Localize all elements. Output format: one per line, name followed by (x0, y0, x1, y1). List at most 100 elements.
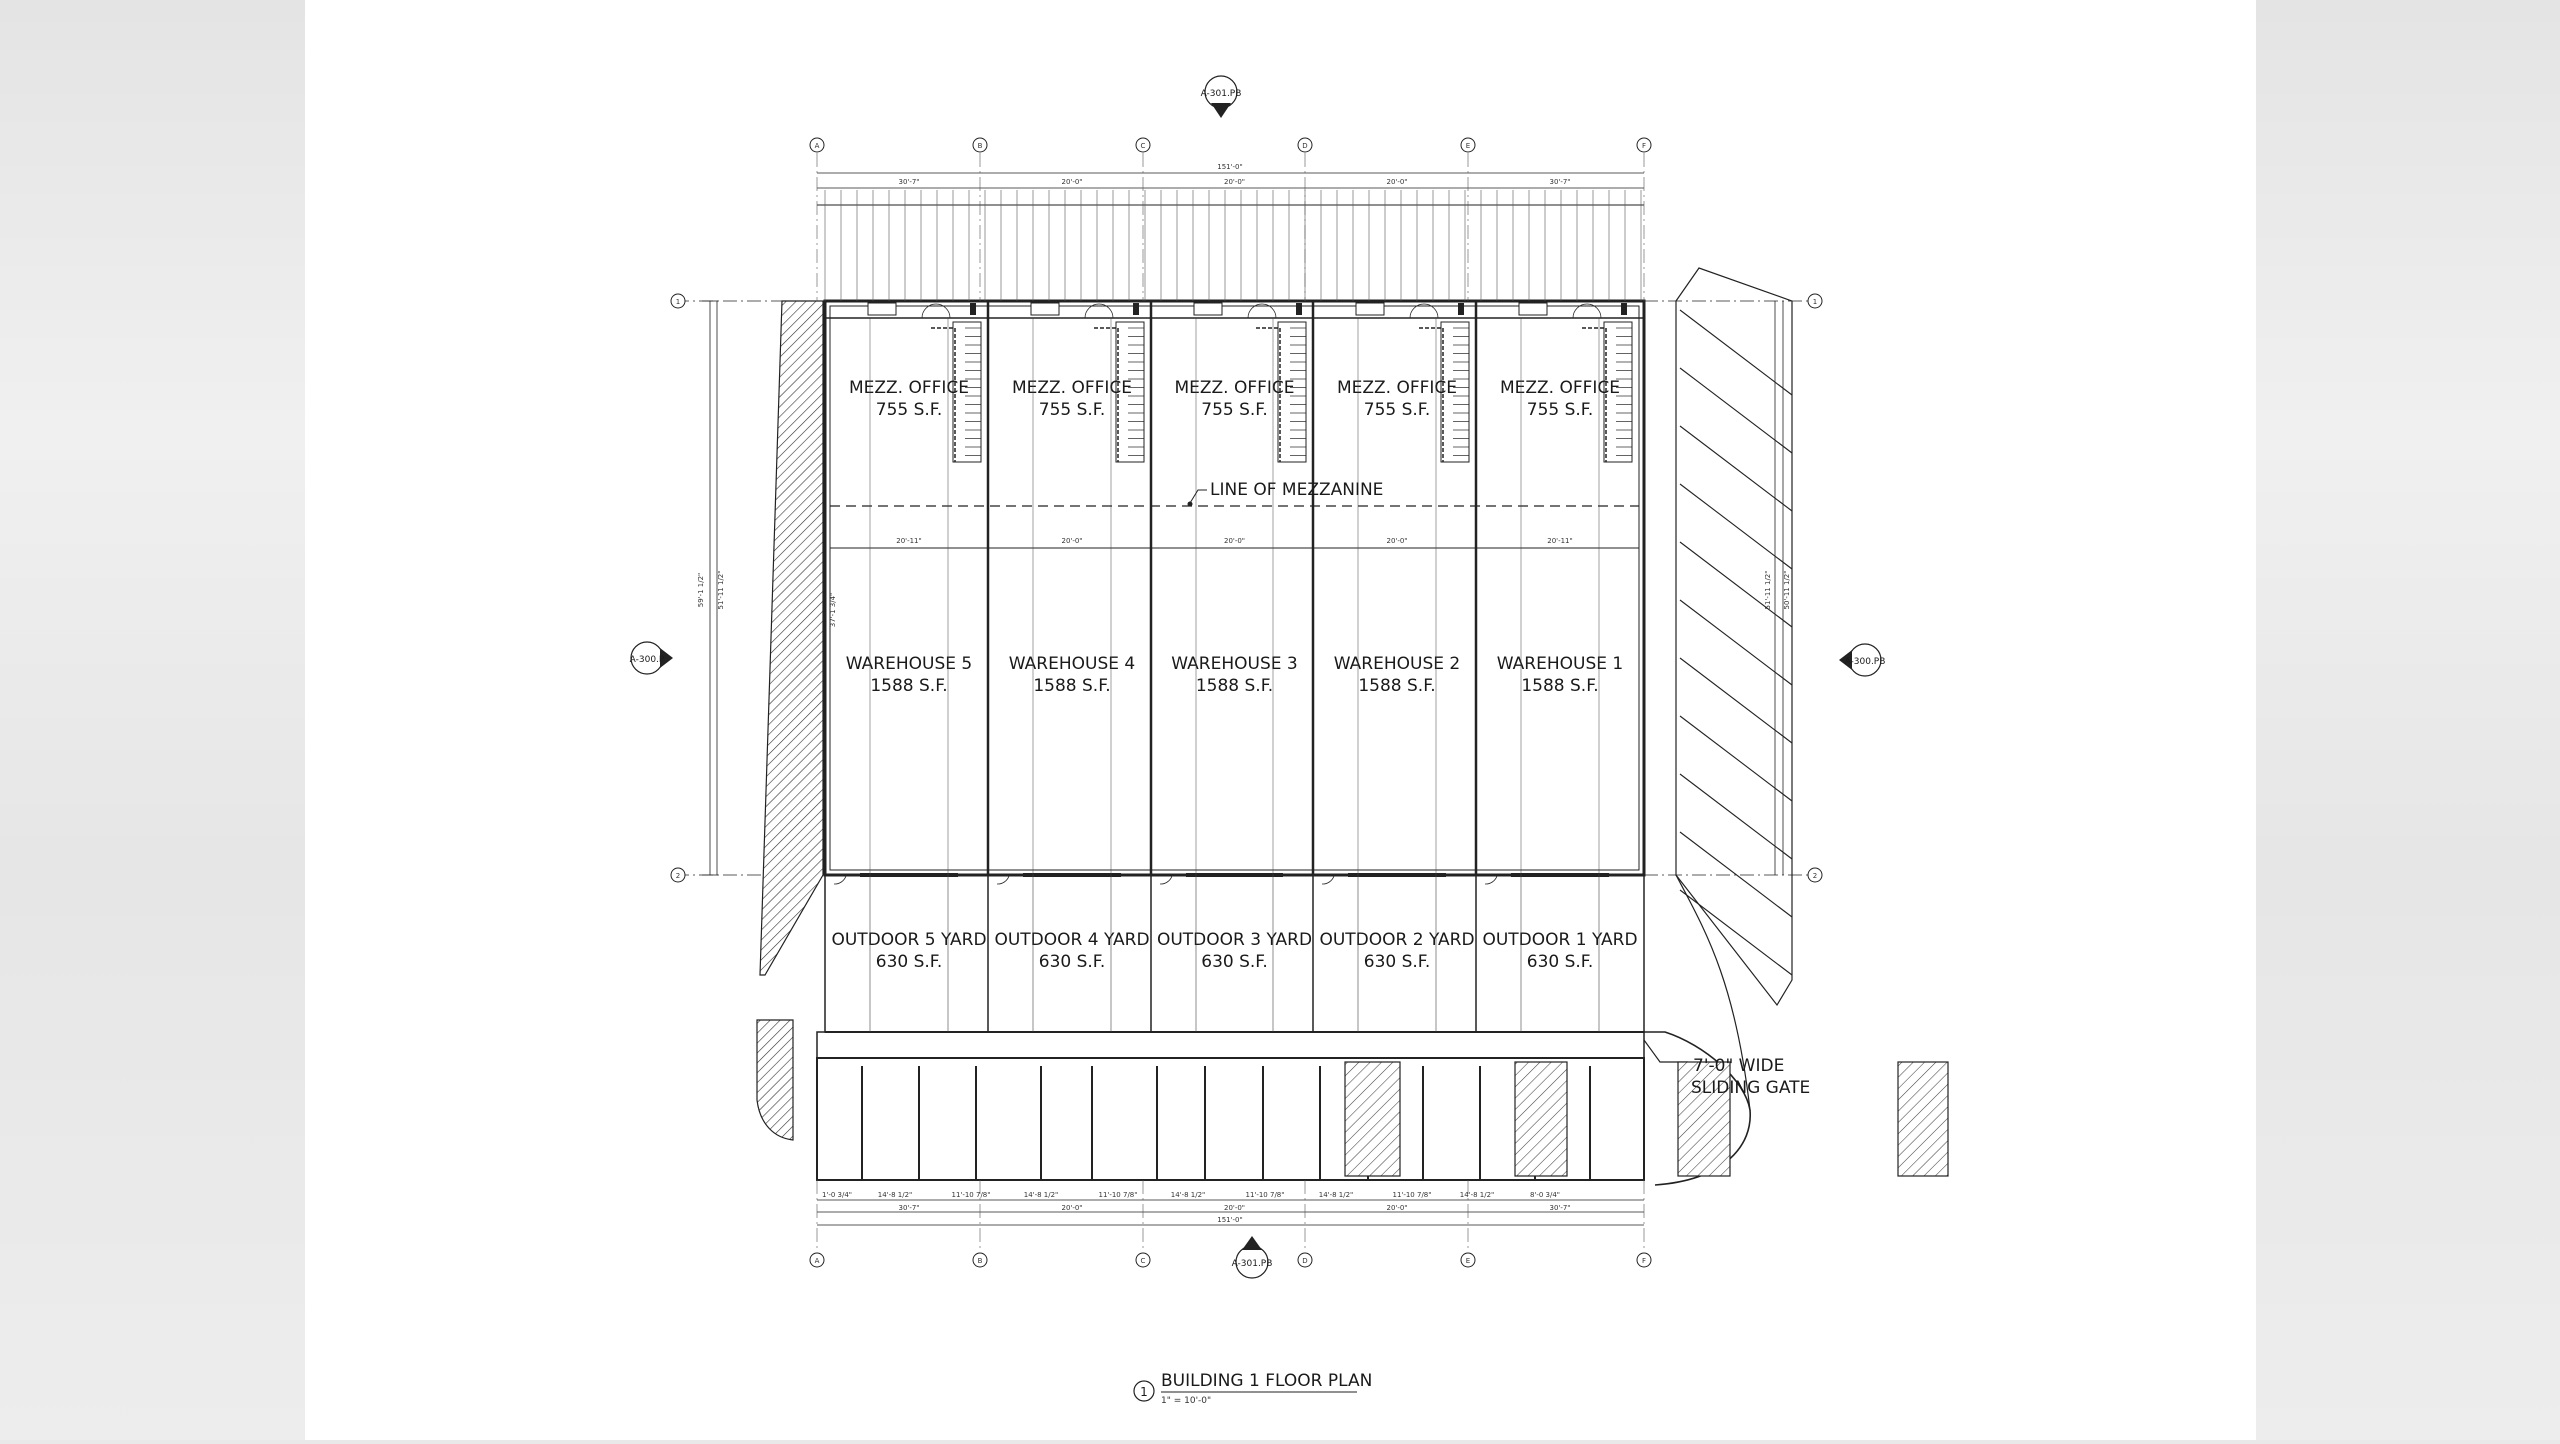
bottom-sub-dimension: 14'-8 1/2" (1024, 1191, 1059, 1199)
grid-bubble (670, 867, 686, 883)
wall-post (1133, 303, 1139, 315)
office-area: 755 S.F. (1039, 400, 1106, 420)
warehouse-area: 1588 S.F. (870, 676, 947, 696)
door-swing (1084, 303, 1114, 319)
warehouse-label: WAREHOUSE 3 (1171, 654, 1297, 674)
parking-stripe (1679, 657, 1793, 744)
mezzanine-leader-dot (1187, 501, 1193, 507)
grid-bubble (972, 137, 988, 153)
man-door (1321, 875, 1335, 885)
door-swing (1409, 303, 1439, 319)
interior-dimension: 20'-0" (1386, 537, 1407, 545)
gate-note-line2: SLIDING GATE (1691, 1078, 1810, 1098)
bottom-sub-dimension: 14'-8 1/2" (1460, 1191, 1495, 1199)
man-door (833, 875, 847, 885)
warehouse-label: WAREHOUSE 4 (1009, 654, 1135, 674)
office-label: MEZZ. OFFICE (1174, 378, 1294, 398)
warehouse-area: 1588 S.F. (1358, 676, 1435, 696)
grid-bubble (1135, 1252, 1151, 1268)
blurred-left-margin (0, 0, 305, 1440)
office-area: 755 S.F. (1364, 400, 1431, 420)
bottom-bay-dimension: 30'-7" (898, 1204, 919, 1212)
grid-bubble (1636, 1252, 1652, 1268)
grid-label-f: F (1642, 1257, 1646, 1265)
yard-label: OUTDOOR 4 YARD (994, 930, 1149, 950)
section-mark-top-label: A-301.PB (1201, 89, 1242, 99)
mezzanine-leader (1189, 489, 1207, 504)
wall-post (970, 303, 976, 315)
grid-bubble (809, 137, 825, 153)
grid-label-c: C (1141, 1257, 1146, 1265)
blurred-right-margin (2256, 0, 2560, 1440)
parking-stripe (1679, 773, 1793, 860)
section-mark-right: A-300.PB (1839, 643, 1886, 677)
vertical-dimension: 37'-1 3/4" (829, 593, 837, 628)
bottom-bay-dimension: 20'-0" (1061, 1204, 1082, 1212)
window (1030, 302, 1060, 316)
bottom-bay-dimension: 20'-0" (1386, 1204, 1407, 1212)
door-swing (921, 303, 951, 319)
man-door (996, 875, 1010, 885)
grid-bubble (1297, 1252, 1313, 1268)
wall-post (1621, 303, 1627, 315)
top-bay-dimension: 20'-0" (1386, 178, 1407, 186)
grid-label-f: F (1642, 142, 1646, 150)
yard-area: 630 S.F. (1039, 952, 1106, 972)
warehouse-label: WAREHOUSE 1 (1497, 654, 1623, 674)
grid-bubble (1807, 293, 1823, 309)
window (1193, 302, 1223, 316)
vertical-dimension: 50'-11 1/2" (1783, 571, 1791, 610)
overall-dimension-bottom: 151'-0" (1217, 1216, 1242, 1224)
grid-bubble (1460, 1252, 1476, 1268)
bottom-bay-dimension: 30'-7" (1549, 1204, 1570, 1212)
bottom-sub-dimension: 11'-10 7/8" (952, 1191, 991, 1199)
grid-label-d: D (1302, 1257, 1307, 1265)
grid-label-b: B (978, 1257, 983, 1265)
grid-label-1: 1 (1813, 298, 1817, 306)
stair-rail (931, 327, 956, 462)
parking-stripe (1679, 541, 1793, 628)
office-label: MEZZ. OFFICE (1012, 378, 1132, 398)
stall-hatching (1344, 1061, 1949, 1177)
door-swing (1572, 303, 1602, 319)
office-area: 755 S.F. (1527, 400, 1594, 420)
parking-stripe (1679, 425, 1793, 512)
section-mark-right-label: A-300.PB (1845, 657, 1886, 667)
interior-dimension: 20'-0" (1224, 537, 1245, 545)
warehouse-label: WAREHOUSE 2 (1334, 654, 1460, 674)
parking-stripe (1679, 715, 1793, 802)
grid-label-d: D (1302, 142, 1307, 150)
window (1518, 302, 1548, 316)
top-bay-dimension: 30'-7" (898, 178, 919, 186)
drawing-number: 1 (1140, 1385, 1148, 1399)
parking-stripe (1679, 831, 1793, 918)
stair (1277, 321, 1307, 463)
bottom-sub-dimension: 8'-0 3/4" (1530, 1191, 1560, 1199)
grid-bubble (1636, 137, 1652, 153)
yard-area: 630 S.F. (1527, 952, 1594, 972)
mezzanine-line-note: LINE OF MEZZANINE (1210, 480, 1383, 500)
parking-stripe (1679, 367, 1793, 454)
section-mark-bottom-label: A-301.PB (1232, 1259, 1273, 1269)
bottom-sub-dimension: 11'-10 7/8" (1393, 1191, 1432, 1199)
yard-label: OUTDOOR 5 YARD (831, 930, 986, 950)
drawing-title: BUILDING 1 FLOOR PLAN (1161, 1371, 1372, 1391)
grid-bubble (1460, 137, 1476, 153)
stair-rail (1094, 327, 1119, 462)
wall-post (1458, 303, 1464, 315)
hatched-stall (1677, 1061, 1731, 1177)
stair (1440, 321, 1470, 463)
office-label: MEZZ. OFFICE (1500, 378, 1620, 398)
grid-bubble (1297, 137, 1313, 153)
top-bay-dimension: 30'-7" (1549, 178, 1570, 186)
interior-dimension: 20'-0" (1061, 537, 1082, 545)
interior-dimension: 20'-11" (1547, 537, 1572, 545)
bottom-sub-dimension: 11'-10 7/8" (1246, 1191, 1285, 1199)
bottom-bay-dimension: 20'-0" (1224, 1204, 1245, 1212)
